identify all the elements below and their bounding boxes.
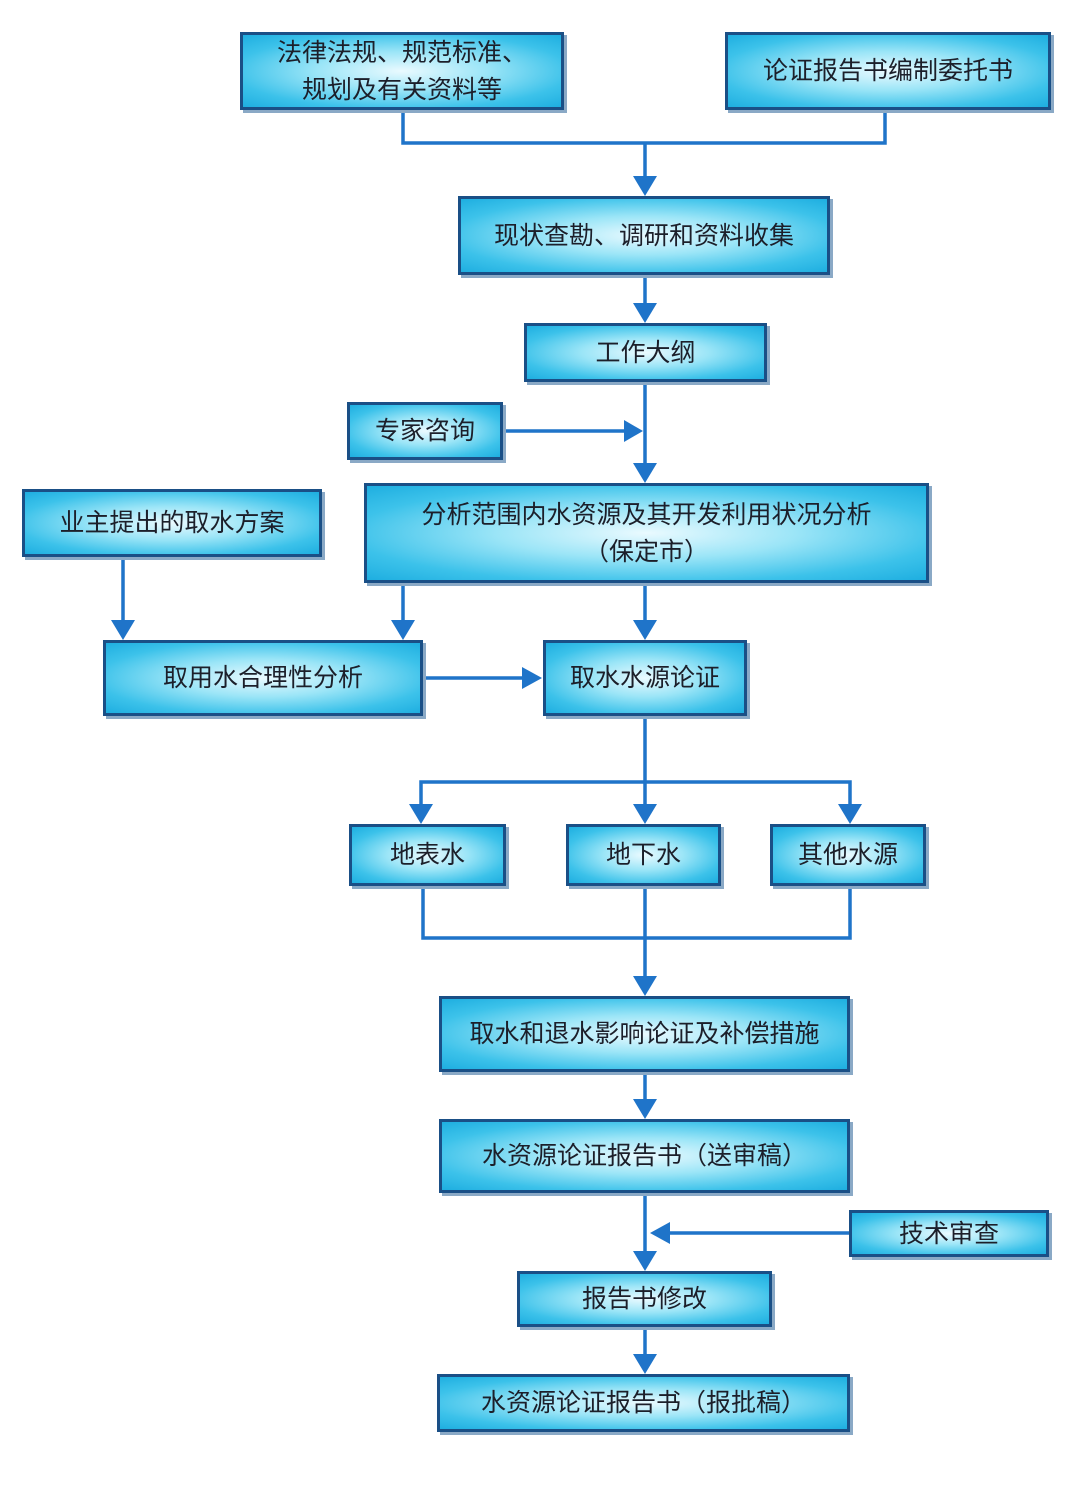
arrowhead-analysis-rationality bbox=[391, 620, 415, 640]
node-commission-label: 论证报告书编制委托书 bbox=[762, 56, 1013, 86]
node-expert-label: 专家咨询 bbox=[374, 416, 475, 446]
connector-source-split bbox=[419, 716, 852, 807]
node-analysis-label: 分析范围内水资源及其开发利用状况分析 （保定市） bbox=[421, 499, 872, 567]
arrowhead-final bbox=[633, 1354, 657, 1374]
node-rationality: 取用水合理性分析 bbox=[103, 640, 423, 716]
node-source-demo: 取水水源论证 bbox=[543, 640, 747, 716]
arrowhead-review bbox=[650, 1222, 670, 1244]
arrowhead-impact bbox=[633, 976, 657, 996]
node-outline: 工作大纲 bbox=[524, 323, 767, 382]
node-draft: 水资源论证报告书（送审稿） bbox=[439, 1119, 850, 1193]
node-expert: 专家咨询 bbox=[347, 402, 503, 460]
node-outline-label: 工作大纲 bbox=[595, 337, 696, 367]
node-commission: 论证报告书编制委托书 bbox=[725, 32, 1051, 110]
node-analysis: 分析范围内水资源及其开发利用状况分析 （保定市） bbox=[364, 483, 929, 583]
arrowhead-other bbox=[838, 804, 862, 824]
node-laws-label: 法律法规、规范标准、 规划及有关资料等 bbox=[276, 37, 527, 105]
arrowhead-surface bbox=[409, 804, 433, 824]
node-owner-plan: 业主提出的取水方案 bbox=[22, 489, 322, 557]
arrowhead-source bbox=[633, 620, 657, 640]
node-survey: 现状查勘、调研和资料收集 bbox=[458, 196, 830, 275]
node-impact-label: 取水和退水影响论证及补偿措施 bbox=[469, 1019, 820, 1049]
arrowhead-draft bbox=[633, 1099, 657, 1119]
node-final-label: 水资源论证报告书（报批稿） bbox=[480, 1388, 806, 1418]
node-final: 水资源论证报告书（报批稿） bbox=[437, 1374, 850, 1432]
node-review: 技术审查 bbox=[849, 1210, 1049, 1257]
node-impact: 取水和退水影响论证及补偿措施 bbox=[439, 996, 850, 1072]
arrowhead-analysis bbox=[633, 463, 657, 483]
node-owner-plan-label: 业主提出的取水方案 bbox=[59, 508, 285, 538]
node-draft-label: 水资源论证报告书（送审稿） bbox=[481, 1141, 807, 1171]
arrowhead-outline bbox=[633, 303, 657, 323]
node-rationality-label: 取用水合理性分析 bbox=[162, 663, 363, 693]
arrowhead-revise bbox=[633, 1251, 657, 1271]
node-other-label: 其他水源 bbox=[797, 840, 898, 870]
node-survey-label: 现状查勘、调研和资料收集 bbox=[493, 220, 794, 250]
arrowhead-rationality-source bbox=[522, 667, 542, 689]
arrowhead-survey bbox=[633, 176, 657, 196]
node-review-label: 技术审查 bbox=[898, 1218, 999, 1248]
arrowhead-owner bbox=[111, 620, 135, 640]
connector-merge-impact bbox=[421, 886, 852, 978]
arrowhead-ground bbox=[633, 804, 657, 824]
node-surface: 地表水 bbox=[349, 824, 506, 886]
connector-laws-down bbox=[401, 110, 887, 145]
node-revise: 报告书修改 bbox=[517, 1271, 772, 1327]
node-ground: 地下水 bbox=[566, 824, 721, 886]
node-surface-label: 地表水 bbox=[389, 840, 465, 870]
node-other: 其他水源 bbox=[770, 824, 926, 886]
node-revise-label: 报告书修改 bbox=[581, 1284, 707, 1314]
arrowhead-expert bbox=[624, 420, 643, 442]
node-laws: 法律法规、规范标准、 规划及有关资料等 bbox=[240, 32, 564, 110]
node-source-demo-label: 取水水源论证 bbox=[569, 663, 720, 693]
node-ground-label: 地下水 bbox=[605, 840, 681, 870]
